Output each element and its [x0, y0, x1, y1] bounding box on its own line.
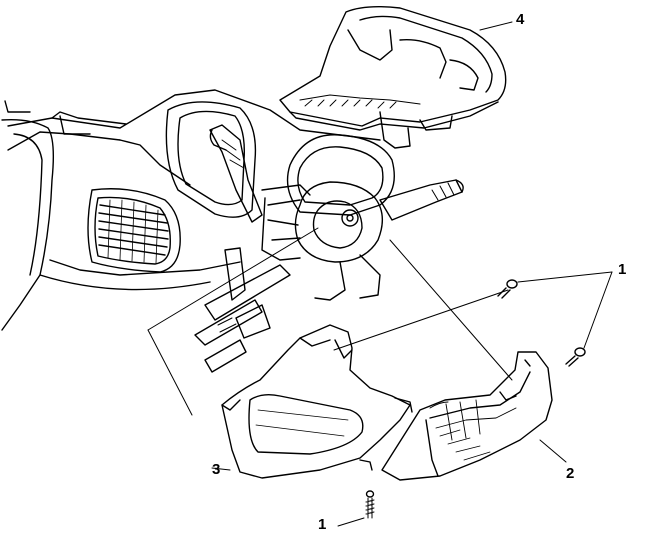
callout-2: 2 [566, 465, 575, 482]
lower-cover-right [381, 351, 567, 481]
air-vent [87, 188, 181, 273]
callout-1-bottom: 1 [318, 516, 327, 533]
callout-4: 4 [516, 11, 525, 28]
instrument-panel [1, 89, 381, 331]
fastener-screw-right [565, 347, 586, 367]
callout-leaders [337, 271, 613, 527]
callout-1-top: 1 [618, 261, 627, 278]
fastener-screw-bottom [365, 490, 375, 519]
lower-cover-left [211, 324, 413, 479]
upper-trim-cover [279, 5, 513, 149]
fastener-screw-top [497, 279, 518, 299]
steering-column [165, 101, 464, 373]
leader-box [147, 227, 513, 416]
callout-3: 3 [212, 461, 221, 478]
